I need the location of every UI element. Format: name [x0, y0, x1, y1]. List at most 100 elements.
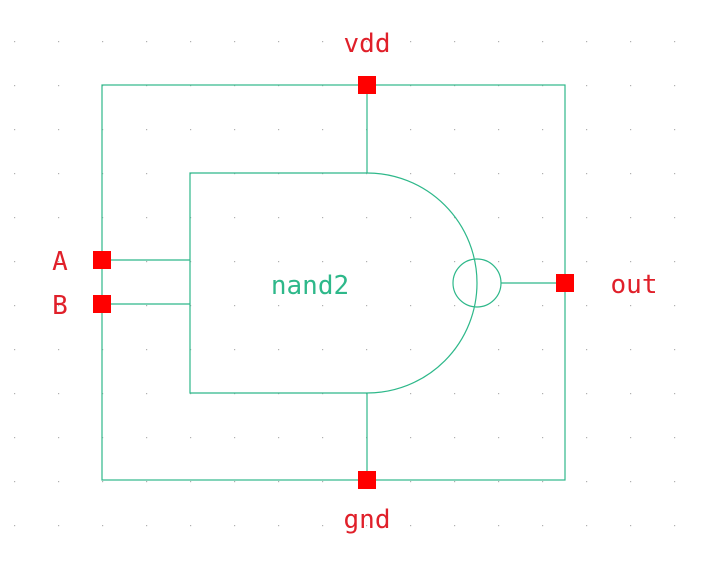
pin-gnd[interactable] — [358, 471, 376, 489]
grid-dot — [454, 261, 456, 263]
grid-dot — [410, 173, 412, 175]
grid-dot — [454, 481, 456, 483]
grid-dot — [234, 305, 236, 307]
grid-dot — [586, 437, 588, 439]
grid-dot — [146, 173, 148, 175]
grid-dot — [234, 525, 236, 527]
grid-dot — [14, 129, 16, 131]
grid-dot — [322, 481, 324, 483]
pin-label-b: B — [52, 291, 68, 321]
grid-dot — [674, 393, 676, 395]
grid-dot — [630, 437, 632, 439]
grid-dot — [410, 393, 412, 395]
grid-dot — [454, 437, 456, 439]
grid-dot — [586, 305, 588, 307]
grid-dot — [58, 481, 60, 483]
nand-gate-body — [189, 172, 478, 394]
grid-dot — [146, 393, 148, 395]
grid-dot — [234, 129, 236, 131]
pin-vdd[interactable] — [358, 76, 376, 94]
grid-dot — [14, 41, 16, 43]
grid-dot — [410, 349, 412, 351]
grid-dot — [366, 261, 368, 263]
grid-dot — [146, 261, 148, 263]
grid-dot — [58, 217, 60, 219]
grid-dot — [454, 217, 456, 219]
grid-dot — [322, 305, 324, 307]
grid-dot — [366, 349, 368, 351]
grid-dot — [58, 525, 60, 527]
grid-dot — [322, 129, 324, 131]
grid-dot — [410, 525, 412, 527]
grid-dot — [586, 129, 588, 131]
grid-dot — [586, 41, 588, 43]
grid-dot — [58, 393, 60, 395]
grid-dot — [586, 525, 588, 527]
grid-dot — [454, 393, 456, 395]
grid-dot — [410, 305, 412, 307]
grid-dot — [190, 525, 192, 527]
grid-dot — [630, 173, 632, 175]
grid-dot — [630, 41, 632, 43]
grid-dot — [14, 173, 16, 175]
grid-dot — [630, 393, 632, 395]
grid-dot — [278, 261, 280, 263]
grid-dot — [674, 525, 676, 527]
grid-dot — [58, 41, 60, 43]
grid-dot — [278, 525, 280, 527]
grid-dot — [630, 261, 632, 263]
grid-dot — [278, 481, 280, 483]
grid-dot — [674, 437, 676, 439]
grid-dot — [674, 481, 676, 483]
pin-label-out: out — [611, 270, 658, 300]
grid-dot — [674, 173, 676, 175]
grid-dot — [498, 305, 500, 307]
grid-dot — [14, 217, 16, 219]
grid-dot — [278, 129, 280, 131]
grid-dot — [498, 217, 500, 219]
grid-dot — [410, 217, 412, 219]
grid-dot — [278, 41, 280, 43]
grid-dot — [410, 481, 412, 483]
grid-dot — [410, 41, 412, 43]
grid-dot — [586, 393, 588, 395]
grid-dot — [234, 217, 236, 219]
grid-dot — [190, 481, 192, 483]
grid-dot — [630, 481, 632, 483]
grid-dot — [366, 41, 368, 43]
pin-label-gnd: gnd — [344, 505, 391, 535]
grid-dot — [58, 305, 60, 307]
grid-dot — [190, 41, 192, 43]
grid-dot — [498, 481, 500, 483]
grid-dot — [58, 85, 60, 87]
grid-dot — [190, 129, 192, 131]
grid-dot — [586, 481, 588, 483]
grid-dot — [278, 305, 280, 307]
grid-dot — [498, 349, 500, 351]
grid-dot — [542, 129, 544, 131]
grid-dot — [498, 525, 500, 527]
grid-dot — [586, 85, 588, 87]
pin-out[interactable] — [556, 274, 574, 292]
grid-dot — [498, 173, 500, 175]
grid-dot — [146, 305, 148, 307]
grid-dot — [630, 525, 632, 527]
grid-dot — [674, 217, 676, 219]
grid-dot — [58, 173, 60, 175]
grid-dot — [278, 349, 280, 351]
grid-dot — [14, 305, 16, 307]
grid-dot — [58, 437, 60, 439]
pin-a[interactable] — [93, 251, 111, 269]
grid-dot — [586, 217, 588, 219]
grid-dot — [674, 349, 676, 351]
grid-dot — [674, 41, 676, 43]
grid-dot — [146, 129, 148, 131]
grid-dot — [102, 481, 104, 483]
grid-dot — [410, 129, 412, 131]
grid-dot — [454, 129, 456, 131]
grid-dot — [14, 437, 16, 439]
grid-dot — [14, 481, 16, 483]
pin-b[interactable] — [93, 295, 111, 313]
pin-label-a: A — [52, 247, 68, 277]
